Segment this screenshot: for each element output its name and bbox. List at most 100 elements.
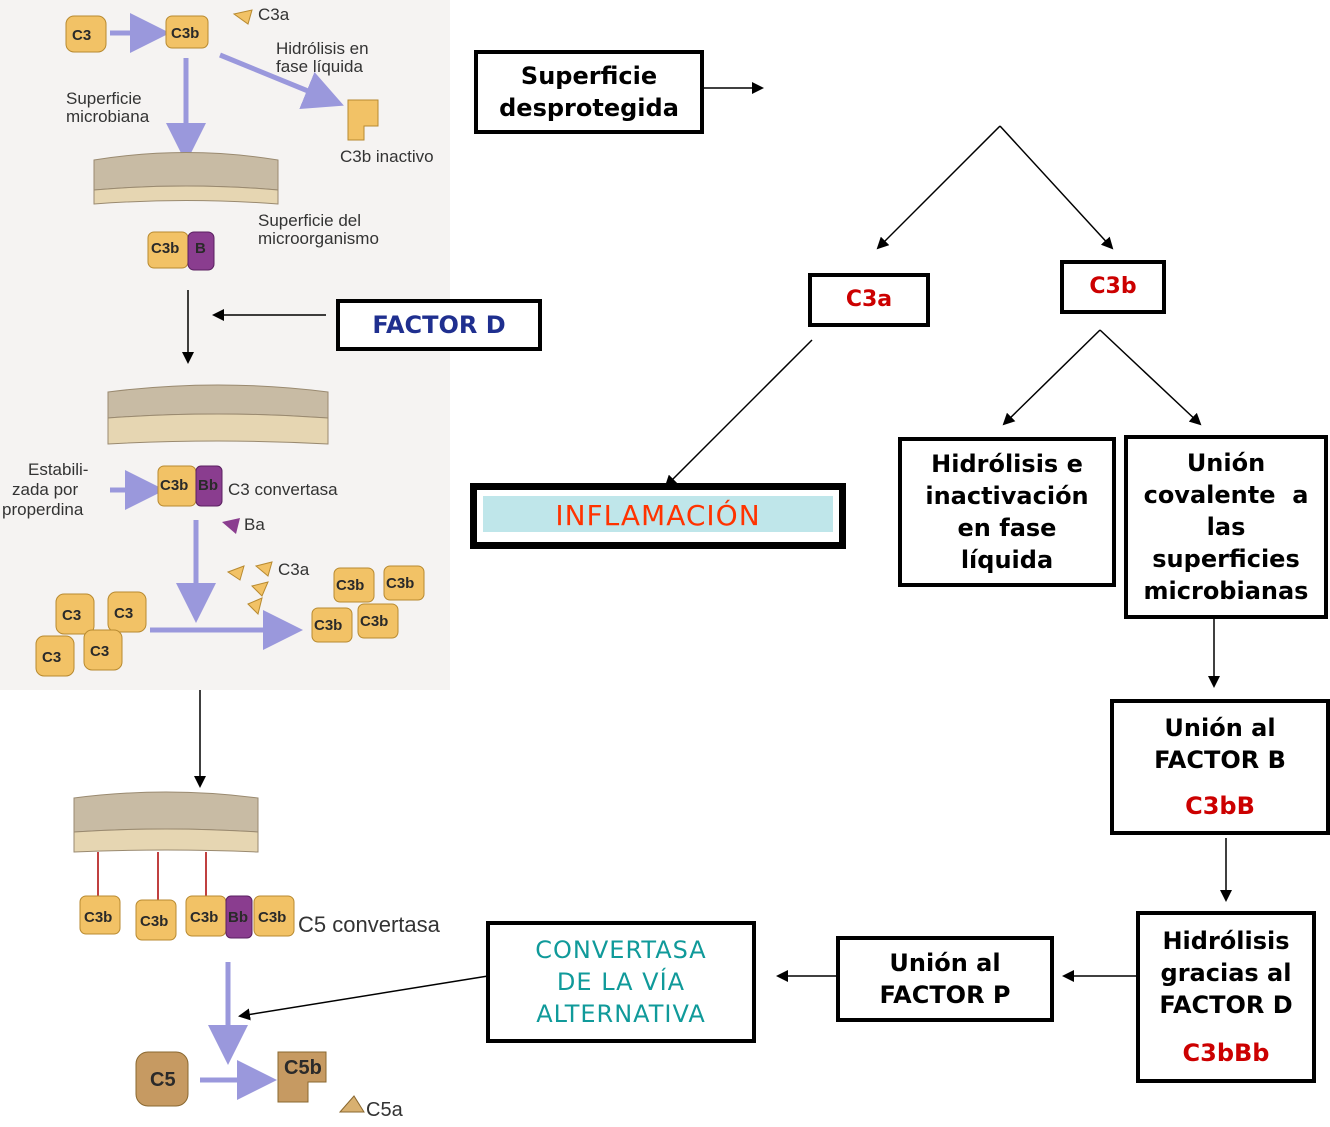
c3b-pile-label-3: C3b [314, 617, 342, 634]
convertase-line-3: ALTERNATIVA [536, 1000, 706, 1028]
c3a-text-2: C3a [278, 560, 310, 579]
c3b-chip: C3b [165, 15, 209, 49]
covalent-union-box: Unión covalente a las superficies microb… [1124, 435, 1328, 619]
convertase-line-2: DE LA VÍA [556, 968, 686, 996]
bound-c3b-label: C3b [151, 240, 179, 257]
organism-surface-text-2: microorganismo [258, 229, 379, 248]
factor-d-box: FACTOR D [336, 299, 542, 351]
hydrolysis-line-3: en fase [957, 514, 1057, 542]
surface-text-2: microbiana [66, 107, 150, 126]
convertase-c3b-label: C3b [160, 477, 188, 494]
unprotected-line-1: Superficie [520, 62, 658, 90]
c3-pile-label-3: C3 [42, 649, 61, 666]
hydrolysis-d-line-1: Hidrólisis [1162, 927, 1290, 955]
factor-d-label: FACTOR D [372, 311, 506, 339]
ba-fragment [222, 518, 240, 534]
c3-chip: C3 [65, 15, 107, 53]
factor-b-line-2: FACTOR B [1154, 746, 1286, 774]
hydrolysis-line-2: inactivación [925, 482, 1089, 510]
c3a-fragment-3 [247, 597, 263, 615]
membrane-inner-2 [107, 413, 329, 445]
c5c-c3b-label-2: C3b [140, 913, 168, 930]
c5-label: C5 [150, 1069, 176, 1091]
factor-b-line-1: Unión al [1164, 714, 1276, 742]
covalent-line-3: las [1206, 513, 1246, 541]
c3b-pile-label-2: C3b [386, 575, 414, 592]
split-arrow-c3b [999, 125, 1114, 250]
convertase-line-1: CONVERTASA [535, 936, 707, 964]
factor-p-line-2: FACTOR P [879, 981, 1011, 1009]
c5b-label: C5b [284, 1057, 322, 1079]
c3b-label: C3b [1089, 274, 1137, 299]
inactive-c3b-shape [347, 99, 379, 141]
unprotected-surface-box: Superficie desprotegida [474, 50, 704, 134]
factor-b-union-box: Unión al FACTOR B C3bB [1110, 699, 1330, 835]
c5c-c3b-label-4: C3b [258, 909, 286, 926]
ba-text: Ba [244, 515, 265, 534]
c5-convertase-complex: C3b C3b C3b Bb C3b [79, 895, 295, 941]
c5c-c3b-label-3: C3b [190, 909, 218, 926]
hydrolysis-arrow [219, 52, 344, 110]
c3a-fragment-1 [226, 565, 245, 581]
c3b-to-hydrolysis-arrow [1002, 329, 1101, 426]
bb-shape [195, 465, 223, 507]
c3a-text: C3a [258, 5, 290, 24]
c3a-fragment [232, 9, 253, 25]
c3b-pile-label-1: C3b [336, 577, 364, 594]
hydrolysis-text-1: Hidrólisis en [276, 39, 369, 58]
c3a-to-inflammation-arrow [664, 339, 813, 488]
c3bbb-label: C3bBb [1182, 1039, 1270, 1067]
inflammation-box: INFLAMACIÓN [470, 483, 846, 549]
c3bb-label: C3bB [1185, 792, 1255, 820]
c5-shape [135, 1051, 189, 1107]
c5a-fragment [338, 1095, 365, 1113]
c5b-shape [277, 1051, 327, 1103]
c3a-fragment-2 [251, 581, 269, 597]
organism-surface-text-1: Superficie del [258, 211, 361, 230]
c3b-box: C3b [1060, 260, 1166, 314]
factor-b-shape [187, 231, 215, 271]
stabilized-text-2: zada por [12, 480, 78, 499]
surface-text-1: Superficie [66, 89, 142, 108]
split-arrow-c3a [876, 125, 1001, 250]
c5c-c3b-label-1: C3b [84, 909, 112, 926]
complement-scheme: C3 C3b C3a Hidrólisis en fase líquida C3… [0, 0, 450, 1121]
hydrolysis-d-line-2: gracias al [1160, 959, 1292, 987]
c3-pile: C3 C3 C3 C3 [35, 591, 147, 677]
hydrolysis-line-4: líquida [960, 546, 1054, 574]
c3b-pile: C3b C3b C3b C3b [311, 565, 425, 643]
c3-pile-label-1: C3 [62, 607, 81, 624]
stabilized-text-3: properdina [2, 500, 84, 519]
c3a-fragment-4 [254, 561, 273, 577]
c5a-text: C5a [366, 1099, 404, 1121]
hydrolysis-line-1: Hidrólisis e [931, 450, 1083, 478]
hydrolysis-factor-d-box: Hidrólisis gracias al FACTOR D C3bBb [1136, 911, 1316, 1083]
microbe-membrane-3 [73, 791, 259, 833]
covalent-line-4: superficies [1152, 545, 1300, 573]
c3-pile-label-4: C3 [90, 643, 109, 660]
microbe-membrane-1 [93, 152, 279, 191]
c5-convertase-text: C5 convertasa [298, 912, 441, 937]
c3b-to-covalent-arrow [1099, 329, 1202, 426]
stabilized-text-1: Estabili- [28, 460, 88, 479]
c3-convertase-text: C3 convertasa [228, 480, 338, 499]
c3a-box: C3a [808, 273, 930, 327]
inflammation-fill [483, 496, 833, 532]
attachment-stalks [97, 852, 207, 900]
c3a-label: C3a [845, 287, 893, 312]
microbe-membrane-2 [107, 384, 329, 419]
factor-p-line-1: Unión al [889, 949, 1001, 977]
alternative-convertase-box: CONVERTASA DE LA VÍA ALTERNATIVA [486, 921, 756, 1043]
c5c-bb-label: Bb [228, 909, 248, 926]
membrane-inner-1 [93, 185, 279, 205]
inflammation-label: INFLAMACIÓN [555, 499, 761, 532]
unprotected-line-2: desprotegida [499, 94, 679, 122]
factor-p-union-box: Unión al FACTOR P [836, 936, 1054, 1022]
hydrolysis-text-2: fase líquida [276, 57, 363, 76]
bb-label: Bb [198, 477, 218, 494]
covalent-line-5: microbianas [1143, 577, 1309, 605]
covalent-line-2: covalente a [1143, 481, 1309, 509]
hydrolysis-d-line-3: FACTOR D [1159, 991, 1293, 1019]
covalent-line-1: Unión [1186, 449, 1266, 477]
inactive-c3b-text: C3b inactivo [340, 147, 434, 166]
